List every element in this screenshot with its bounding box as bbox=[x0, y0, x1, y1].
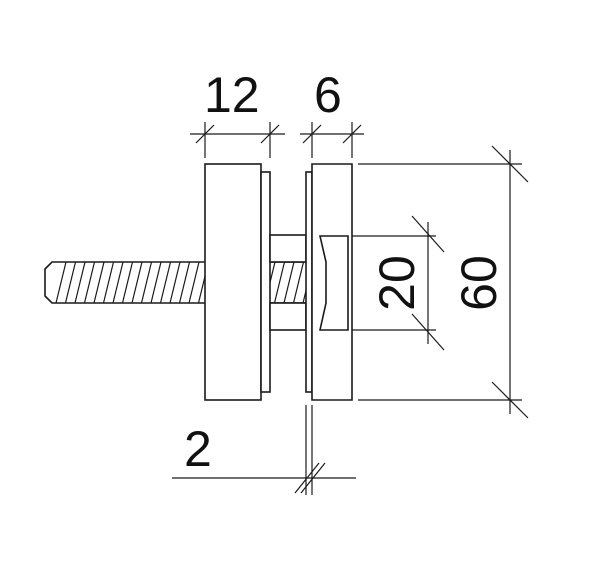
thread-line bbox=[83, 261, 96, 304]
threaded-bolt bbox=[44, 261, 326, 304]
inner-plate bbox=[305, 163, 353, 401]
dimension-6: 6 bbox=[300, 67, 364, 158]
thread-line bbox=[273, 261, 286, 304]
dimension-60: 60 bbox=[358, 145, 529, 419]
dim-12-label: 12 bbox=[204, 67, 260, 123]
thread-line bbox=[292, 261, 305, 304]
thread-line bbox=[178, 261, 191, 304]
thread-line bbox=[131, 261, 143, 304]
thread-line bbox=[188, 261, 200, 304]
thread-line bbox=[169, 261, 181, 304]
dimension-2: 2 bbox=[172, 405, 356, 495]
thread-line bbox=[159, 261, 172, 304]
dim-6-label: 6 bbox=[314, 67, 342, 123]
thread-line bbox=[64, 261, 77, 304]
thread-line bbox=[93, 261, 105, 304]
outer-plate bbox=[204, 163, 271, 401]
dimension-20: 20 bbox=[352, 215, 445, 351]
thread-line bbox=[74, 261, 86, 304]
dim-2-label: 2 bbox=[184, 421, 212, 477]
spacer-sleeve bbox=[269, 234, 307, 331]
thread-line bbox=[112, 261, 124, 304]
thread-line bbox=[140, 261, 153, 304]
thread-line bbox=[55, 261, 67, 304]
dim-60-label: 60 bbox=[451, 255, 507, 311]
dim-20-label: 20 bbox=[369, 255, 425, 311]
thread-line bbox=[150, 261, 162, 304]
thread-line bbox=[121, 261, 134, 304]
thread-line bbox=[283, 261, 295, 304]
thread-line bbox=[102, 261, 115, 304]
dimension-12: 12 bbox=[190, 67, 285, 158]
